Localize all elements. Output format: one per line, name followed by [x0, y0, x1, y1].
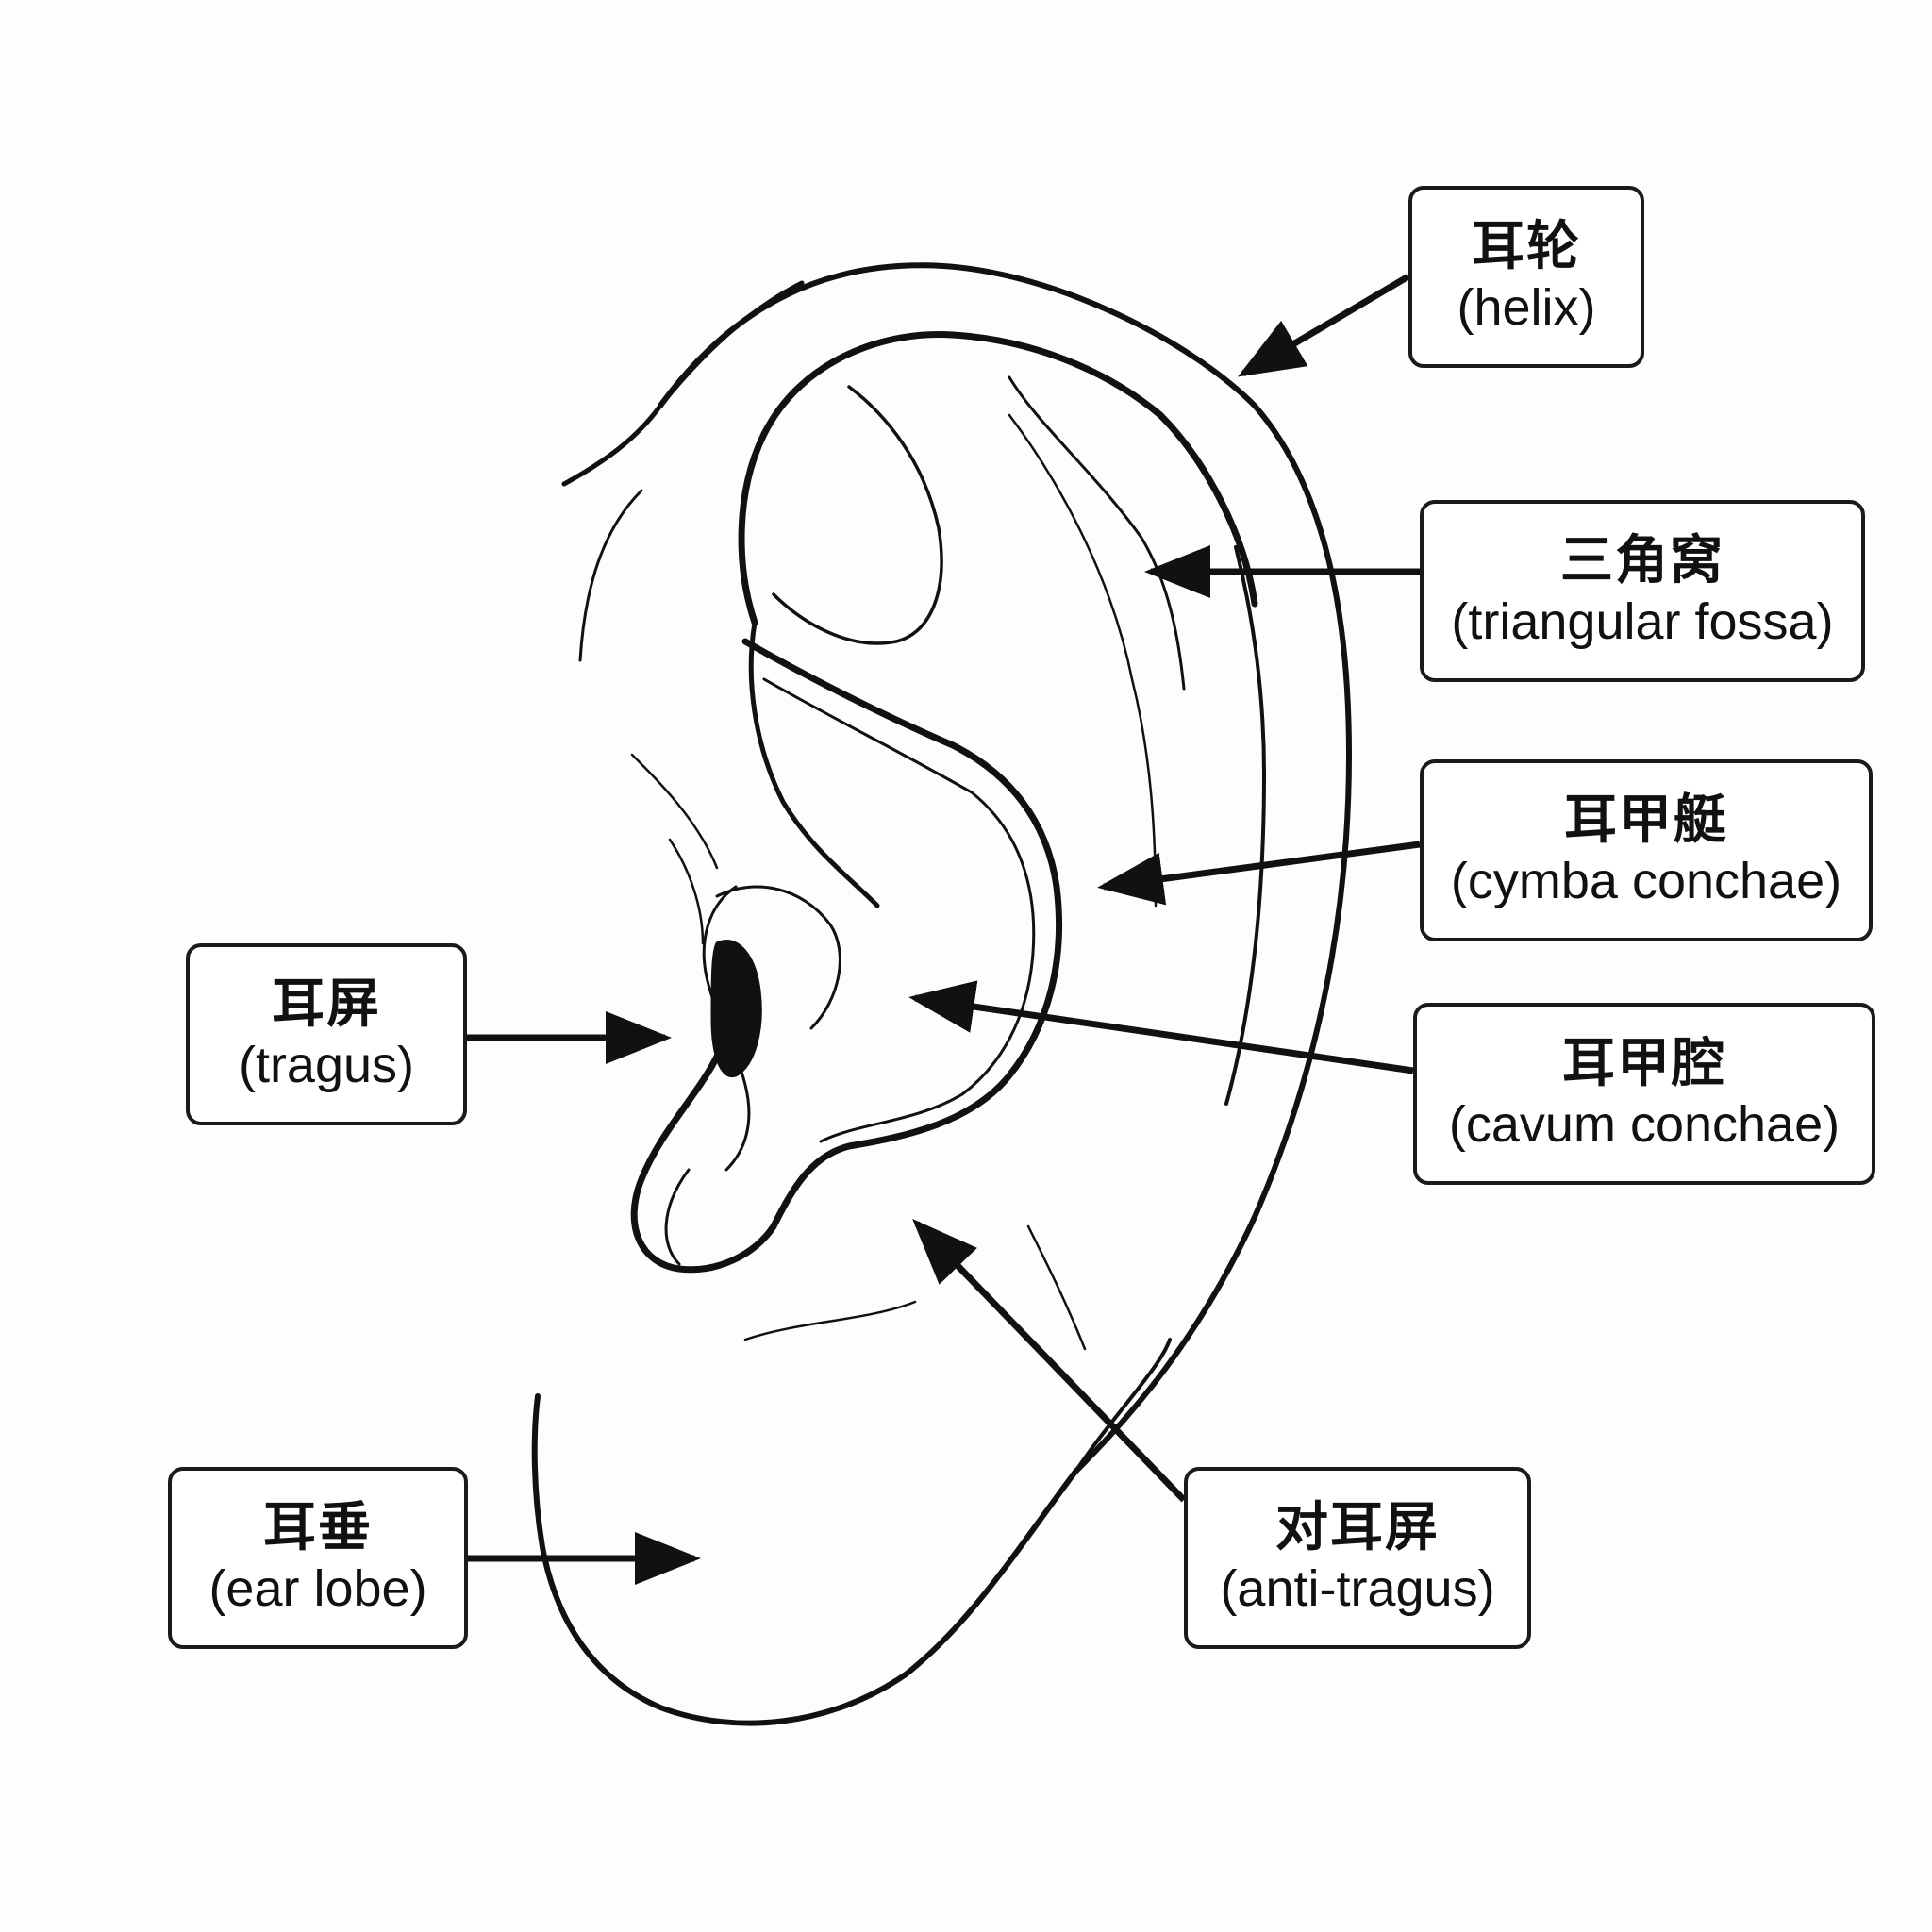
label-helix-zh: 耳轮: [1472, 216, 1581, 278]
label-tragus-zh: 耳屏: [272, 974, 381, 1036]
arrow-antitragus: [912, 1218, 1187, 1503]
lobe-crease: [743, 1300, 917, 1341]
anthelix-rim: [738, 330, 1258, 626]
face-curve-left: [578, 489, 643, 662]
helix-inner-rim: [1224, 545, 1266, 1106]
antitragus-outline: [664, 1168, 691, 1266]
face-curve-left-3: [668, 838, 705, 945]
label-cavum-conchae: 耳甲腔 (cavum conchae): [1413, 1003, 1875, 1185]
label-triangular-fossa-en: (triangular fossa): [1451, 592, 1834, 650]
label-tragus-en: (tragus): [238, 1036, 415, 1093]
triangular-fossa-outline-3: [1008, 413, 1158, 908]
lobe-crease-2: [1026, 1224, 1087, 1351]
arrow-cavum-conchae: [908, 980, 1414, 1074]
label-cymba-conchae-en: (cymba conchae): [1450, 852, 1842, 909]
label-anti-tragus-zh: 对耳屏: [1275, 1497, 1440, 1559]
label-helix-en: (helix): [1457, 278, 1596, 336]
concha-ridge: [630, 638, 1062, 1274]
tragus-outer: [715, 885, 841, 1030]
helix-tail: [1074, 1338, 1172, 1474]
label-triangular-fossa-zh: 三角窝: [1560, 530, 1724, 592]
label-cymba-conchae: 耳甲艇 (cymba conchae): [1420, 759, 1873, 941]
label-anti-tragus-en: (anti-tragus): [1220, 1559, 1495, 1617]
ear-canal: [710, 940, 762, 1078]
label-helix: 耳轮 (helix): [1408, 186, 1644, 368]
label-ear-lobe-en: (ear lobe): [208, 1559, 427, 1617]
label-cavum-conchae-zh: 耳甲腔: [1562, 1033, 1726, 1095]
anthelix-crus: [748, 620, 880, 908]
triangular-fossa-outline-2: [1008, 375, 1186, 691]
arrow-cymba-conchae: [1097, 841, 1421, 906]
helix-upper-hook: [561, 280, 805, 487]
triangular-fossa-outline: [772, 385, 943, 645]
label-anti-tragus: 对耳屏 (anti-tragus): [1184, 1467, 1531, 1649]
label-triangular-fossa: 三角窝 (triangular fossa): [1420, 500, 1865, 682]
label-ear-lobe-zh: 耳垂: [263, 1497, 373, 1559]
label-tragus: 耳屏 (tragus): [186, 943, 467, 1125]
ear-drawing: [531, 262, 1352, 1726]
label-cymba-conchae-zh: 耳甲艇: [1564, 790, 1728, 852]
label-cavum-conchae-en: (cavum conchae): [1448, 1095, 1840, 1153]
helix-outer-rim: [531, 262, 1352, 1726]
pointer-arrows: [467, 273, 1421, 1585]
face-curve-left-2: [630, 753, 719, 870]
label-ear-lobe: 耳垂 (ear lobe): [168, 1467, 468, 1649]
arrow-helix: [1237, 273, 1410, 377]
concha-ridge-inner: [762, 677, 1036, 1143]
